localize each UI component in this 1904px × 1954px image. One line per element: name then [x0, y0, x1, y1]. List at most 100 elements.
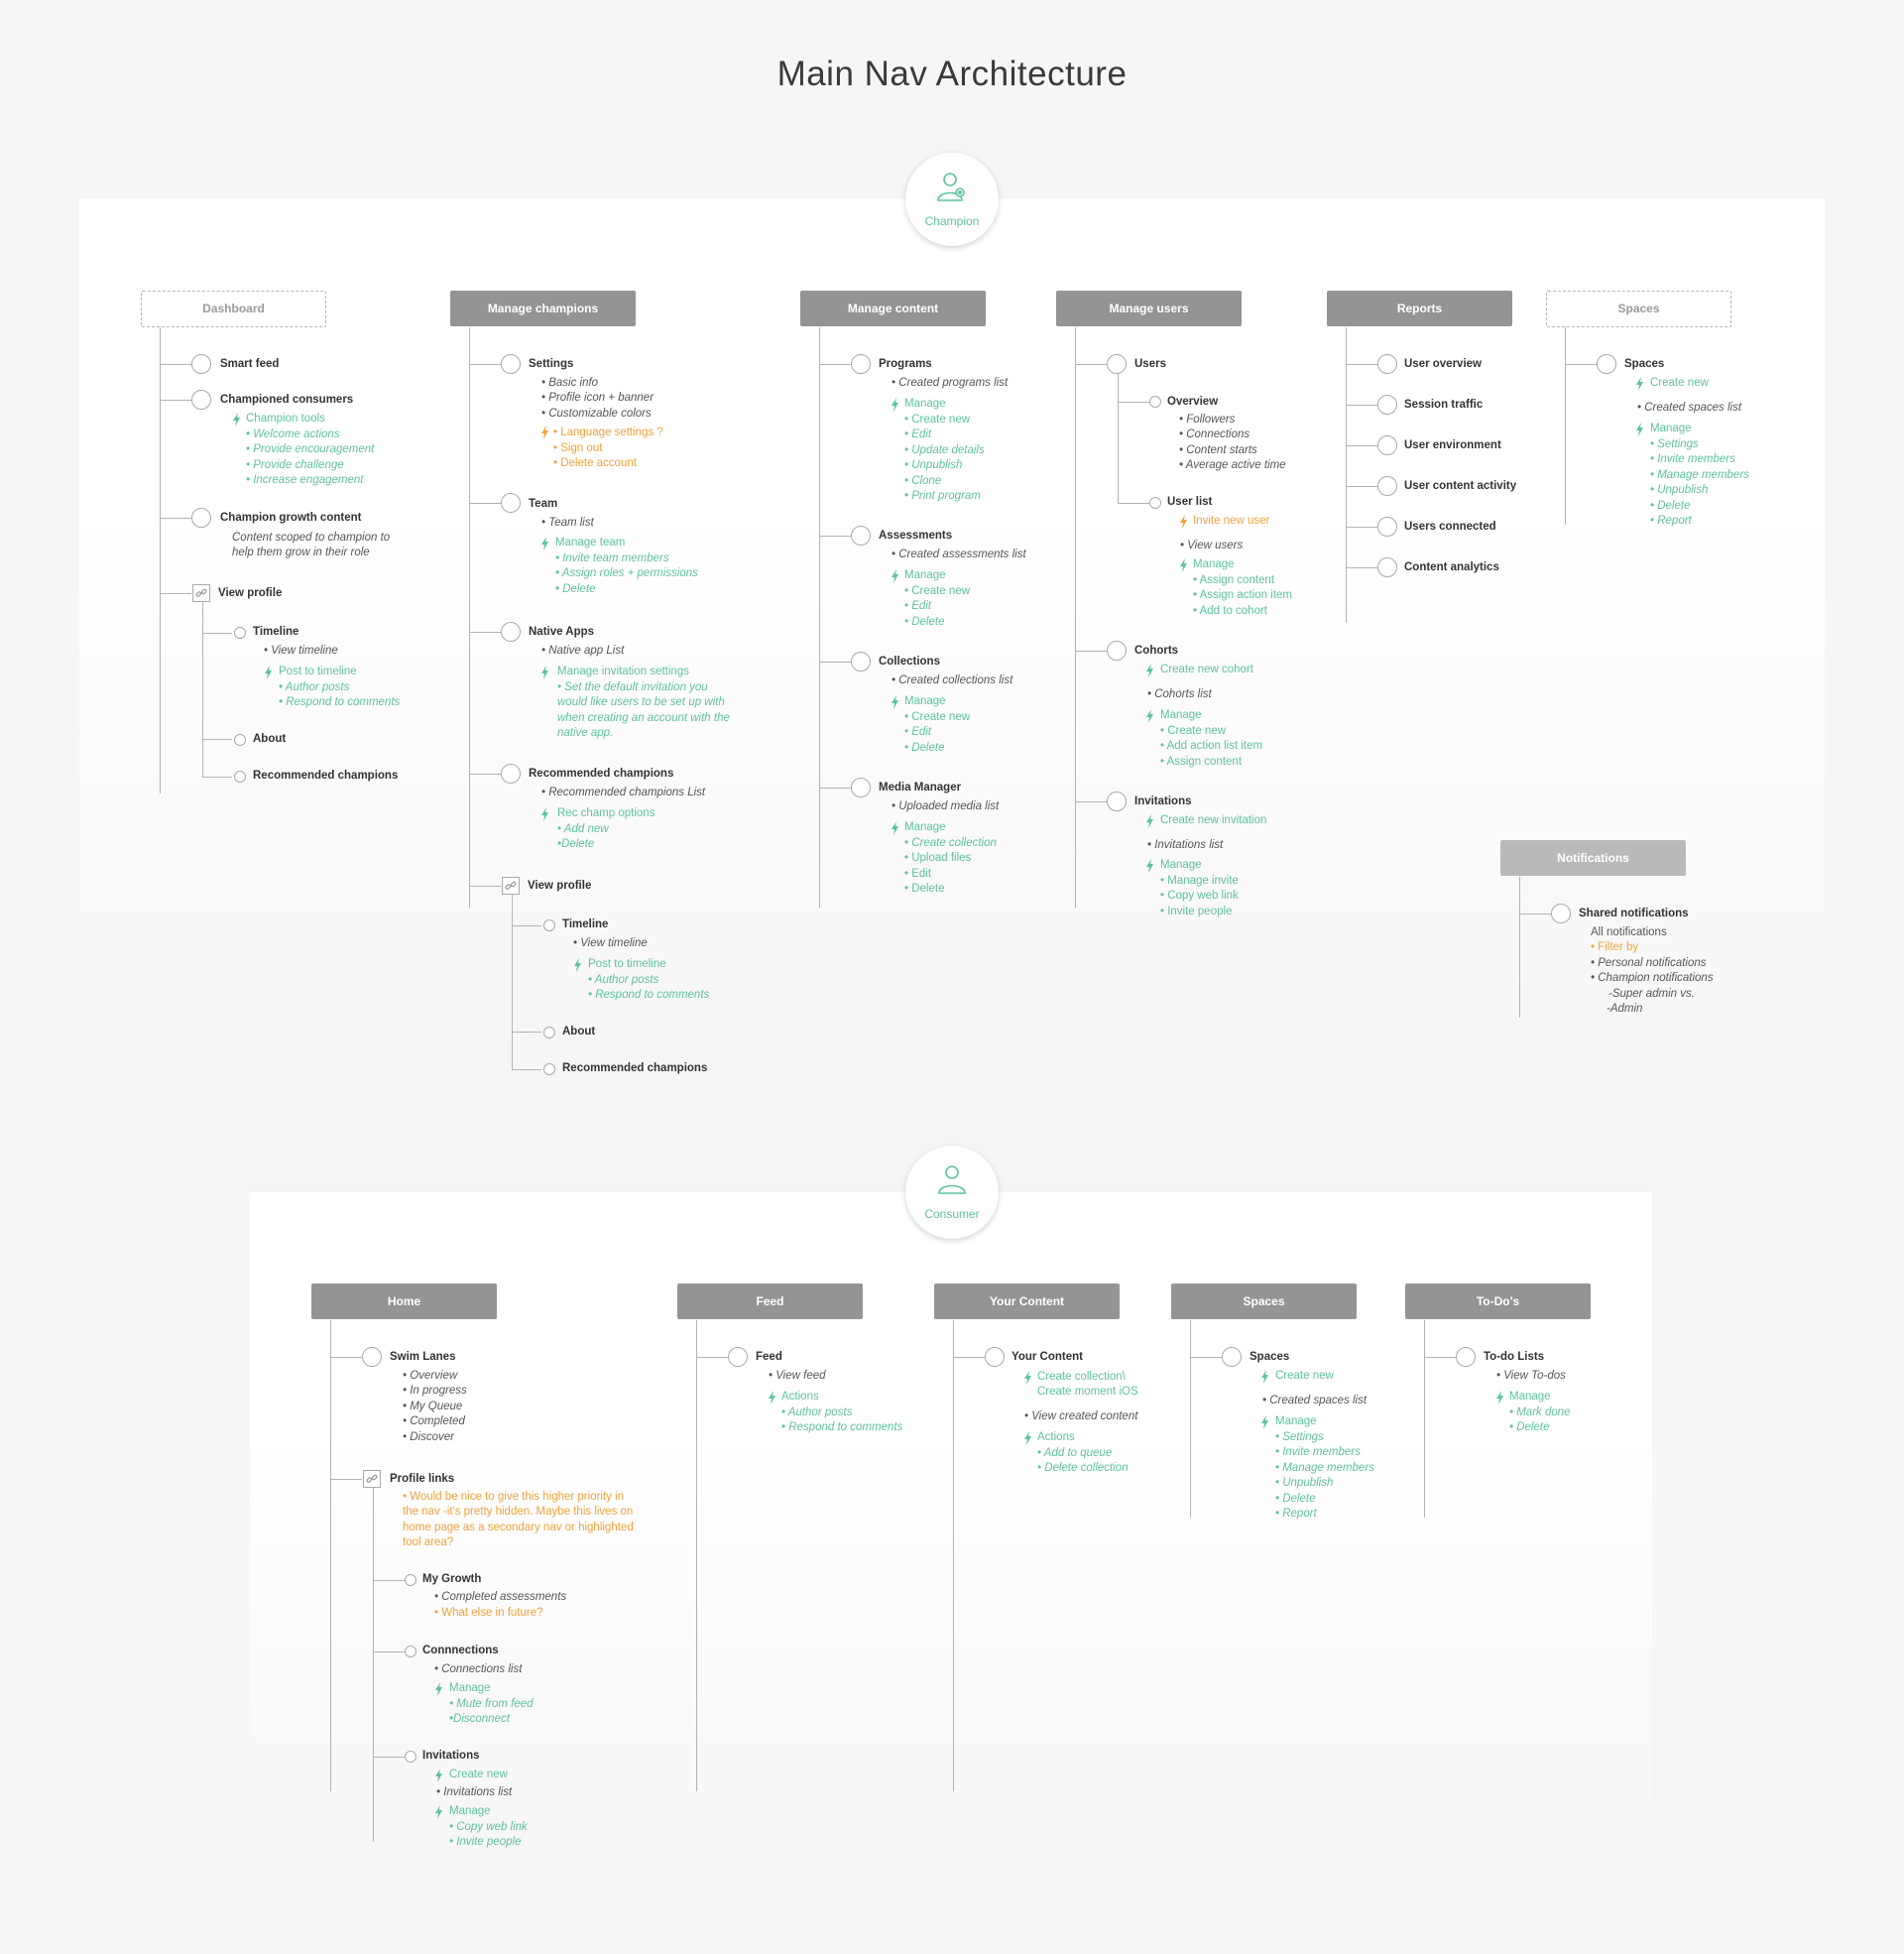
user-item[interactable]: • Assign action item [1193, 589, 1292, 601]
connections-node[interactable] [405, 1646, 416, 1657]
your-content-node[interactable] [985, 1347, 1005, 1367]
create-new-label[interactable]: Create new [449, 1769, 508, 1780]
timeline-node[interactable] [234, 627, 246, 639]
spaces-item[interactable]: • Manage members [1275, 1462, 1374, 1474]
tools-item[interactable]: • Provide challenge [246, 459, 344, 471]
spaces-label[interactable]: Spaces [1250, 1351, 1290, 1363]
about-label[interactable]: About [253, 733, 287, 745]
spaces-item[interactable]: • Manage members [1650, 469, 1749, 481]
todo-lists-label[interactable]: To-do Lists [1484, 1351, 1545, 1363]
manage-label[interactable]: Manage [1509, 1391, 1551, 1403]
spaces-item[interactable]: • Settings [1275, 1431, 1324, 1443]
programs-item[interactable]: • Update details [904, 444, 985, 456]
manage-invitation-label[interactable]: Manage invitation settings [557, 666, 689, 677]
media-manager-node[interactable] [851, 778, 871, 797]
recommended-champions-node[interactable] [234, 771, 246, 783]
cohorts-label[interactable]: Cohorts [1134, 645, 1179, 657]
post-to-timeline-label[interactable]: Post to timeline [588, 958, 666, 970]
media-item[interactable]: • Create collection [904, 837, 997, 849]
smart-feed-node[interactable] [191, 354, 211, 374]
about-node[interactable] [234, 734, 246, 746]
collections-item[interactable]: • Create new [904, 711, 971, 723]
manage-label[interactable]: Manage [1275, 1415, 1317, 1427]
manage-label[interactable]: Manage [1160, 709, 1202, 721]
view-profile-link-icon[interactable] [192, 584, 210, 602]
feed-node[interactable] [728, 1347, 748, 1367]
post-to-timeline-label[interactable]: Post to timeline [279, 666, 357, 677]
manage-label[interactable]: Manage [904, 821, 946, 833]
post-item[interactable]: • Respond to comments [588, 989, 710, 1001]
spaces-item[interactable]: • Delete [1275, 1493, 1316, 1505]
timeline-label[interactable]: Timeline [562, 918, 609, 930]
team-label[interactable]: Team [529, 498, 558, 510]
rec-item[interactable]: • Add new [557, 823, 609, 835]
create-new-label[interactable]: Create new [1650, 377, 1709, 389]
connections-label[interactable]: Connnections [422, 1645, 499, 1656]
team-node[interactable] [501, 493, 521, 513]
collections-item[interactable]: • Edit [904, 726, 932, 738]
settings-orange-item[interactable]: • Sign out [553, 442, 603, 454]
my-growth-node[interactable] [405, 1574, 416, 1586]
spaces-node[interactable] [1222, 1347, 1242, 1367]
about-node[interactable] [543, 1027, 555, 1038]
actions-label[interactable]: Actions [1037, 1431, 1075, 1443]
report-node[interactable] [1377, 435, 1397, 455]
invitations-node[interactable] [405, 1751, 416, 1763]
create-cohort-label[interactable]: Create new cohort [1160, 664, 1253, 675]
profile-links-link-icon[interactable] [363, 1470, 381, 1488]
rec-options-label[interactable]: Rec champ options [557, 807, 655, 819]
todos-header[interactable]: To-Do's [1405, 1283, 1591, 1319]
post-item[interactable]: • Respond to comments [279, 696, 401, 708]
reports-header[interactable]: Reports [1327, 291, 1512, 326]
spaces-item[interactable]: • Unpublish [1650, 484, 1709, 496]
swim-lanes-node[interactable] [362, 1347, 382, 1367]
programs-item[interactable]: • Create new [904, 414, 971, 426]
manage-content-header[interactable]: Manage content [800, 291, 986, 326]
manage-team-label[interactable]: Manage team [555, 537, 626, 549]
manage-label[interactable]: Manage [1650, 423, 1692, 434]
manage-label[interactable]: Manage [904, 569, 946, 581]
create-moment-label[interactable]: Create moment iOS [1037, 1386, 1138, 1398]
report-item[interactable]: Users connected [1404, 521, 1496, 533]
your-content-label[interactable]: Your Content [1012, 1351, 1083, 1363]
manage-label[interactable]: Manage [449, 1805, 491, 1817]
about-label[interactable]: About [562, 1026, 596, 1038]
todo-item[interactable]: • Delete [1509, 1421, 1550, 1433]
recommended-champions-label[interactable]: Recommended champions [253, 770, 399, 782]
cohort-item[interactable]: • Assign content [1160, 756, 1243, 768]
native-apps-node[interactable] [501, 622, 521, 642]
cohort-item[interactable]: • Create new [1160, 725, 1227, 737]
user-list-label[interactable]: User list [1167, 496, 1213, 508]
manage-users-header[interactable]: Manage users [1056, 291, 1242, 326]
media-manager-label[interactable]: Media Manager [879, 782, 962, 794]
report-node[interactable] [1377, 557, 1397, 577]
growth-content-node[interactable] [191, 508, 211, 528]
media-item[interactable]: • Edit [904, 868, 932, 880]
feed-action-item[interactable]: • Author posts [781, 1406, 853, 1418]
profile-links-label[interactable]: Profile links [390, 1473, 455, 1485]
spaces-item[interactable]: • Report [1275, 1508, 1317, 1520]
manage-label[interactable]: Manage [1160, 859, 1202, 871]
todo-item[interactable]: • Mark done [1509, 1406, 1571, 1418]
recommended-champions-label[interactable]: Recommended champions [562, 1062, 708, 1074]
invitations-node[interactable] [1107, 792, 1127, 811]
media-item[interactable]: • Delete [904, 883, 945, 895]
tools-item[interactable]: • Welcome actions [246, 428, 340, 440]
invitations-label[interactable]: Invitations [422, 1750, 480, 1762]
programs-label[interactable]: Programs [879, 358, 932, 370]
manage-label[interactable]: Manage [904, 695, 946, 707]
spaces-label[interactable]: Spaces [1624, 358, 1665, 370]
shared-notifications-node[interactable] [1551, 904, 1571, 923]
report-node[interactable] [1377, 354, 1397, 374]
timeline-node[interactable] [543, 919, 555, 931]
post-item[interactable]: • Author posts [588, 974, 659, 986]
report-item[interactable]: Session traffic [1404, 399, 1484, 411]
view-profile-label[interactable]: View profile [218, 587, 283, 599]
spaces-item[interactable]: • Invite members [1650, 453, 1735, 465]
programs-item[interactable]: • Edit [904, 428, 932, 440]
dashboard-header[interactable]: Dashboard [141, 291, 326, 327]
filter-by-label[interactable]: • Filter by [1591, 941, 1639, 953]
spaces-item[interactable]: • Delete [1650, 500, 1691, 512]
feed-header[interactable]: Feed [677, 1283, 863, 1319]
collections-node[interactable] [851, 652, 871, 672]
